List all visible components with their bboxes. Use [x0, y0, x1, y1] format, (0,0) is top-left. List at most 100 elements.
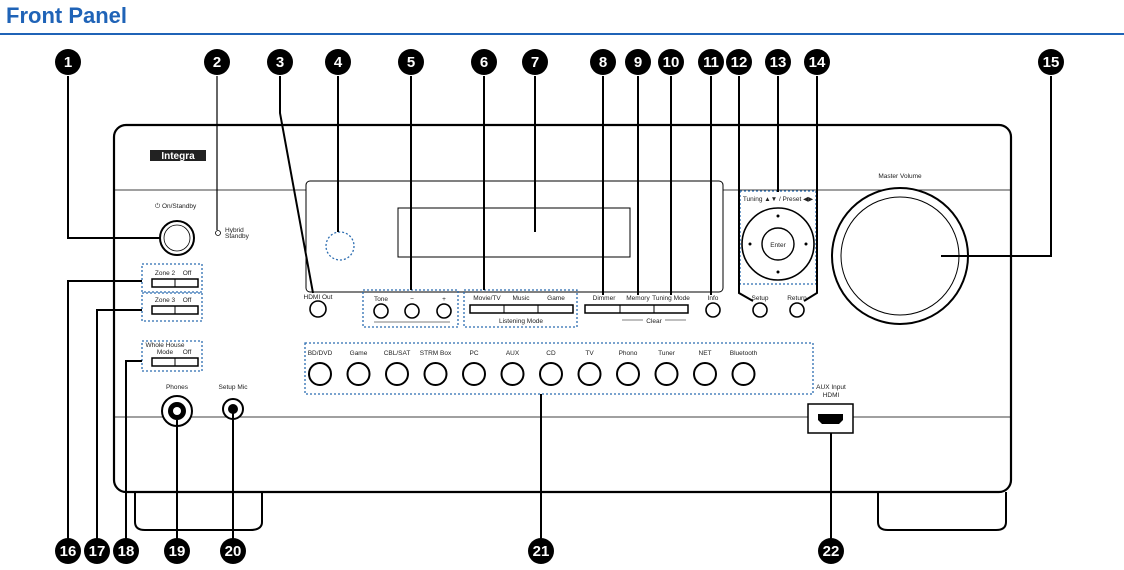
callout-16	[55, 538, 81, 564]
right-foot	[877, 492, 1007, 531]
callout-number-5: 5	[407, 54, 415, 71]
info-label: Info	[708, 295, 719, 302]
arrow-down-dot	[776, 270, 780, 274]
arrow-left-dot	[748, 242, 752, 246]
input-button-0[interactable]	[308, 362, 332, 386]
master-volume-label: Master Volume	[878, 173, 922, 180]
callout-number-9: 9	[634, 54, 642, 71]
input-button-11[interactable]	[731, 362, 756, 386]
minus-label: −	[410, 296, 414, 303]
callout-number-2: 2	[213, 54, 221, 71]
callout-number-22: 22	[823, 543, 840, 560]
input-button-6[interactable]	[539, 362, 563, 386]
clear-label: Clear	[646, 318, 662, 325]
setup-mic-label: Setup Mic	[219, 384, 249, 391]
plus-label: +	[442, 296, 446, 303]
callout-number-3: 3	[276, 54, 284, 71]
callout-2	[204, 49, 230, 75]
tone-minus-button[interactable]	[404, 303, 420, 319]
listening-mode-buttons[interactable]	[469, 304, 574, 314]
input-label-5: AUX	[506, 350, 520, 357]
tone-group	[362, 289, 459, 328]
callout-1	[55, 49, 81, 75]
callout-4	[325, 49, 351, 75]
whole-house-off-label: Off	[183, 349, 192, 356]
zone2-group	[141, 263, 203, 293]
hdmi-out-button[interactable]	[309, 300, 327, 318]
hybrid-label-1: Hybrid	[225, 227, 244, 234]
callout-number-20: 20	[225, 543, 242, 560]
callout-number-13: 13	[770, 54, 787, 71]
callout-number-18: 18	[118, 543, 135, 560]
input-button-1[interactable]	[346, 362, 371, 386]
input-button-10[interactable]	[693, 362, 717, 386]
callout-number-21: 21	[533, 543, 550, 560]
input-button-2[interactable]	[385, 362, 409, 386]
callout-3	[267, 49, 293, 75]
callout-18	[113, 538, 139, 564]
zone2-label: Zone 2	[155, 270, 176, 277]
setup-button[interactable]	[752, 302, 768, 318]
callout-15	[1038, 49, 1064, 75]
callout-number-17: 17	[89, 543, 106, 560]
input-button-3[interactable]	[423, 362, 448, 386]
tuning-mode-label: Tuning Mode	[652, 295, 690, 302]
tone-button[interactable]	[373, 303, 389, 319]
left-foot	[134, 492, 263, 531]
dimmer-memory-tuning-buttons[interactable]	[584, 304, 689, 314]
zone2-off-label: Off	[183, 270, 192, 277]
input-button-9[interactable]	[654, 362, 679, 386]
input-label-2: CBL/SAT	[384, 350, 411, 357]
callout-13	[765, 49, 791, 75]
info-button[interactable]	[705, 302, 721, 318]
tuning-preset-label: Tuning ▲▼ / Preset ◀▶	[743, 196, 814, 203]
callout-20	[220, 538, 246, 564]
return-button[interactable]	[789, 302, 805, 318]
setup-mic-jack-inner	[228, 404, 238, 414]
tone-plus-button[interactable]	[436, 303, 452, 319]
input-label-8: Phono	[619, 350, 638, 357]
input-button-7[interactable]	[577, 362, 602, 386]
title-rule	[0, 33, 1124, 35]
enter-button[interactable]	[761, 227, 795, 261]
input-button-5[interactable]	[500, 362, 525, 386]
aux-input-label: AUX Input	[816, 384, 846, 391]
hybrid-label-2: Standby	[225, 233, 250, 240]
callout-12	[726, 49, 752, 75]
aux-hdmi-connector	[818, 414, 843, 424]
hdmi-label: HDMI	[823, 392, 840, 399]
input-button-8[interactable]	[616, 362, 640, 386]
phones-label: Phones	[166, 384, 189, 391]
whole-house-group	[141, 340, 203, 372]
callout-number-1: 1	[64, 54, 72, 71]
arrow-right-dot	[804, 242, 808, 246]
callout-21	[528, 538, 554, 564]
arrow-up-dot	[776, 214, 780, 218]
zone3-group	[141, 292, 203, 322]
input-label-11: Bluetooth	[730, 350, 758, 357]
input-button-4[interactable]	[462, 362, 486, 386]
callout-number-4: 4	[334, 54, 343, 71]
input-label-0: BD/DVD	[308, 350, 333, 357]
power-button-inner	[163, 224, 191, 252]
setup-label: Setup	[752, 295, 769, 302]
listening-game-label: Game	[547, 295, 565, 302]
whole-house-mode-label: Mode	[157, 349, 174, 356]
remote-sensor	[325, 231, 355, 261]
zone3-off-label: Off	[183, 297, 192, 304]
callout-number-15: 15	[1043, 54, 1060, 71]
input-label-7: TV	[585, 350, 594, 357]
callout-5	[398, 49, 424, 75]
callout-number-19: 19	[169, 543, 186, 560]
callout-number-6: 6	[480, 54, 488, 71]
callout-number-10: 10	[663, 54, 680, 71]
listening-music-label: Music	[513, 295, 531, 302]
callout-10	[658, 49, 684, 75]
leader-lines	[67, 76, 1052, 546]
enter-label: Enter	[770, 242, 786, 249]
callout-9	[625, 49, 651, 75]
phones-jack-hole	[173, 407, 181, 415]
